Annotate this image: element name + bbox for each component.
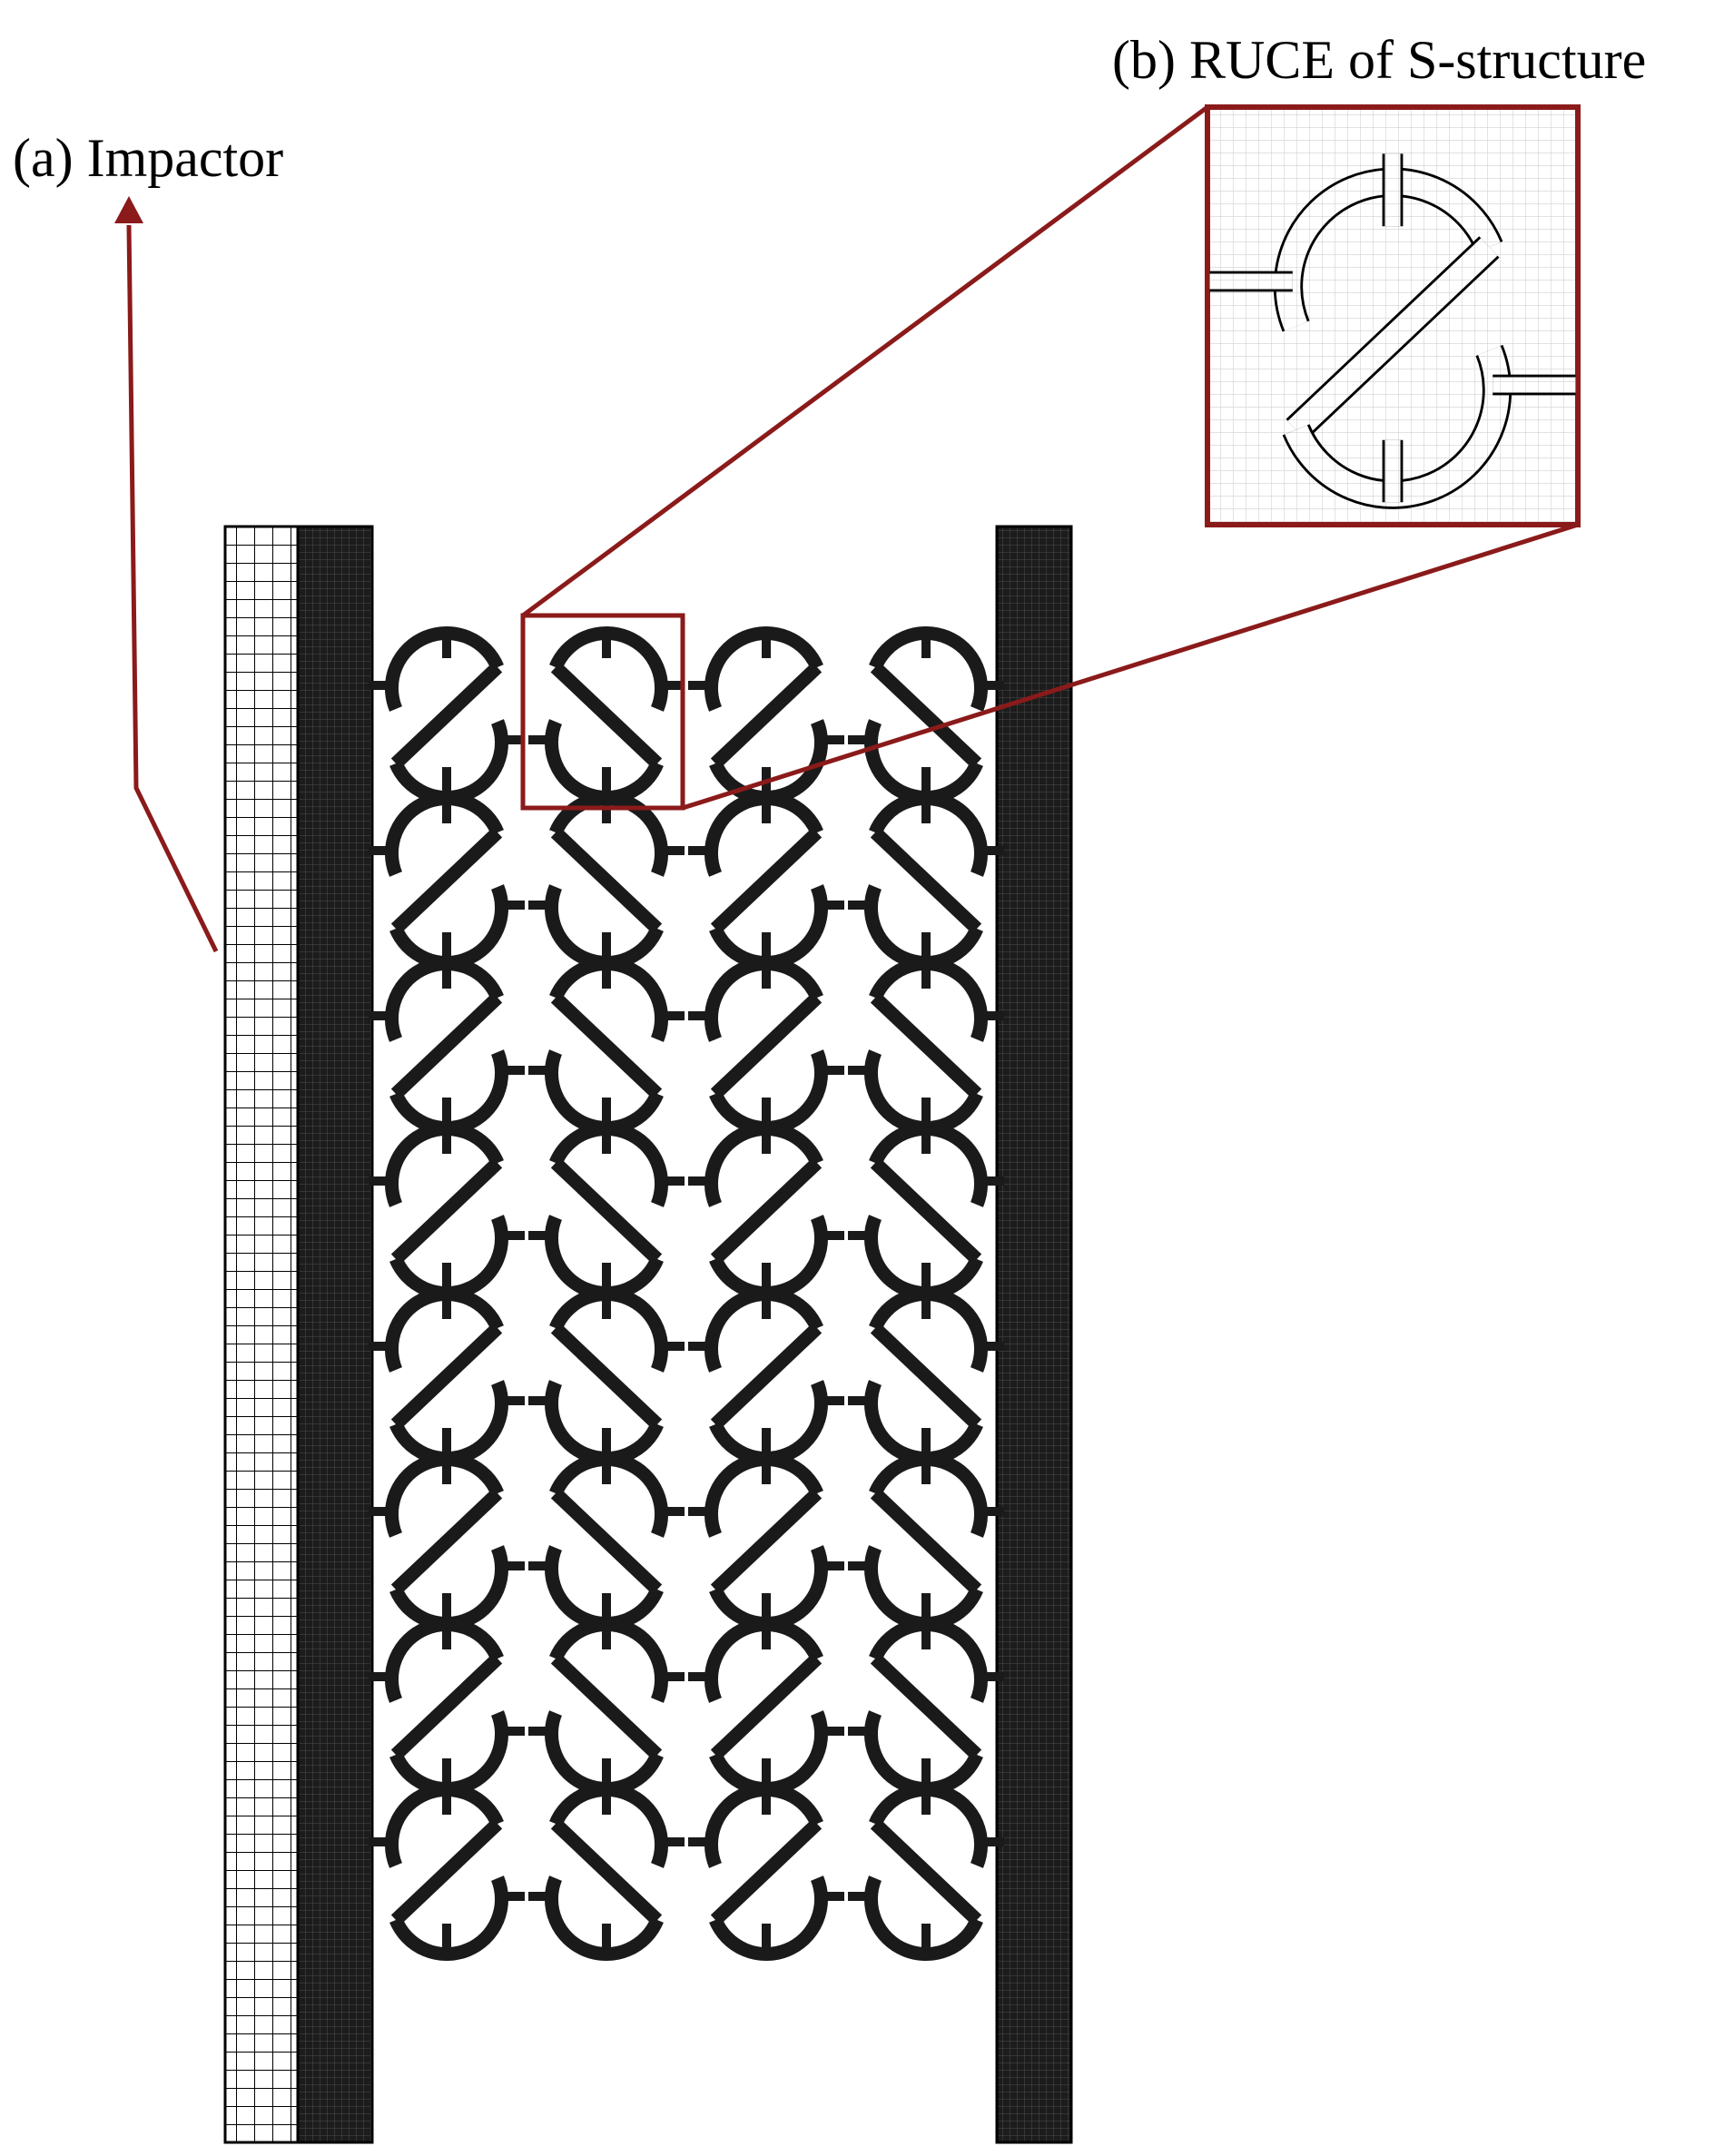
lattice-unit-cell [848,1455,1004,1624]
lattice-unit-cell [848,1620,1004,1789]
lattice-unit-cell [369,960,525,1128]
lattice-unit-cell [688,1620,844,1789]
lattice-unit-cell [528,794,685,963]
lattice-unit-cell [528,629,685,798]
lattice-unit-cell [528,1455,685,1624]
lattice-unit-cell [848,1786,1004,1954]
right-plate [995,525,1073,2144]
lattice-unit-cell [848,794,1004,963]
lattice-unit-cell [369,629,525,798]
lattice-unit-cell [688,1786,844,1954]
lattice-unit-cell [528,1620,685,1789]
lattice-unit-cell [369,1620,525,1789]
lattice-unit-cell [369,1125,525,1294]
lattice-unit-cell [528,1125,685,1294]
lattice-unit-cell [688,629,844,798]
lattice-unit-cell [369,1786,525,1954]
ruce-leader-top [521,104,1209,618]
lattice-unit-cell [688,1125,844,1294]
lattice-unit-cell [848,1125,1004,1294]
s-structure-lattice [369,629,1004,1954]
impactor-leader-line [126,224,219,953]
lattice-unit-cell [528,1290,685,1459]
left-plate [296,525,374,2144]
impactor-label: (a) Impactor [13,128,283,188]
ruce-inset [1205,104,1581,527]
ruce-highlight-box [520,613,685,811]
lattice-unit-cell [369,1290,525,1459]
lattice-unit-cell [528,1786,685,1954]
lattice-unit-cell [688,1455,844,1624]
lattice-unit-cell [848,1290,1004,1459]
lattice-unit-cell [688,1290,844,1459]
lattice-unit-cell [688,794,844,963]
lattice-unit-cell [848,960,1004,1128]
impactor-block [223,525,300,2144]
lattice-unit-cell [369,1455,525,1624]
lattice-unit-cell [528,960,685,1128]
ruce-leader-bottom [682,522,1579,811]
impactor-arrow-head [114,196,143,223]
lattice-unit-cell [688,960,844,1128]
lattice-unit-cell [369,794,525,963]
ruce-label: (b) RUCE of S-structure [1112,30,1646,90]
